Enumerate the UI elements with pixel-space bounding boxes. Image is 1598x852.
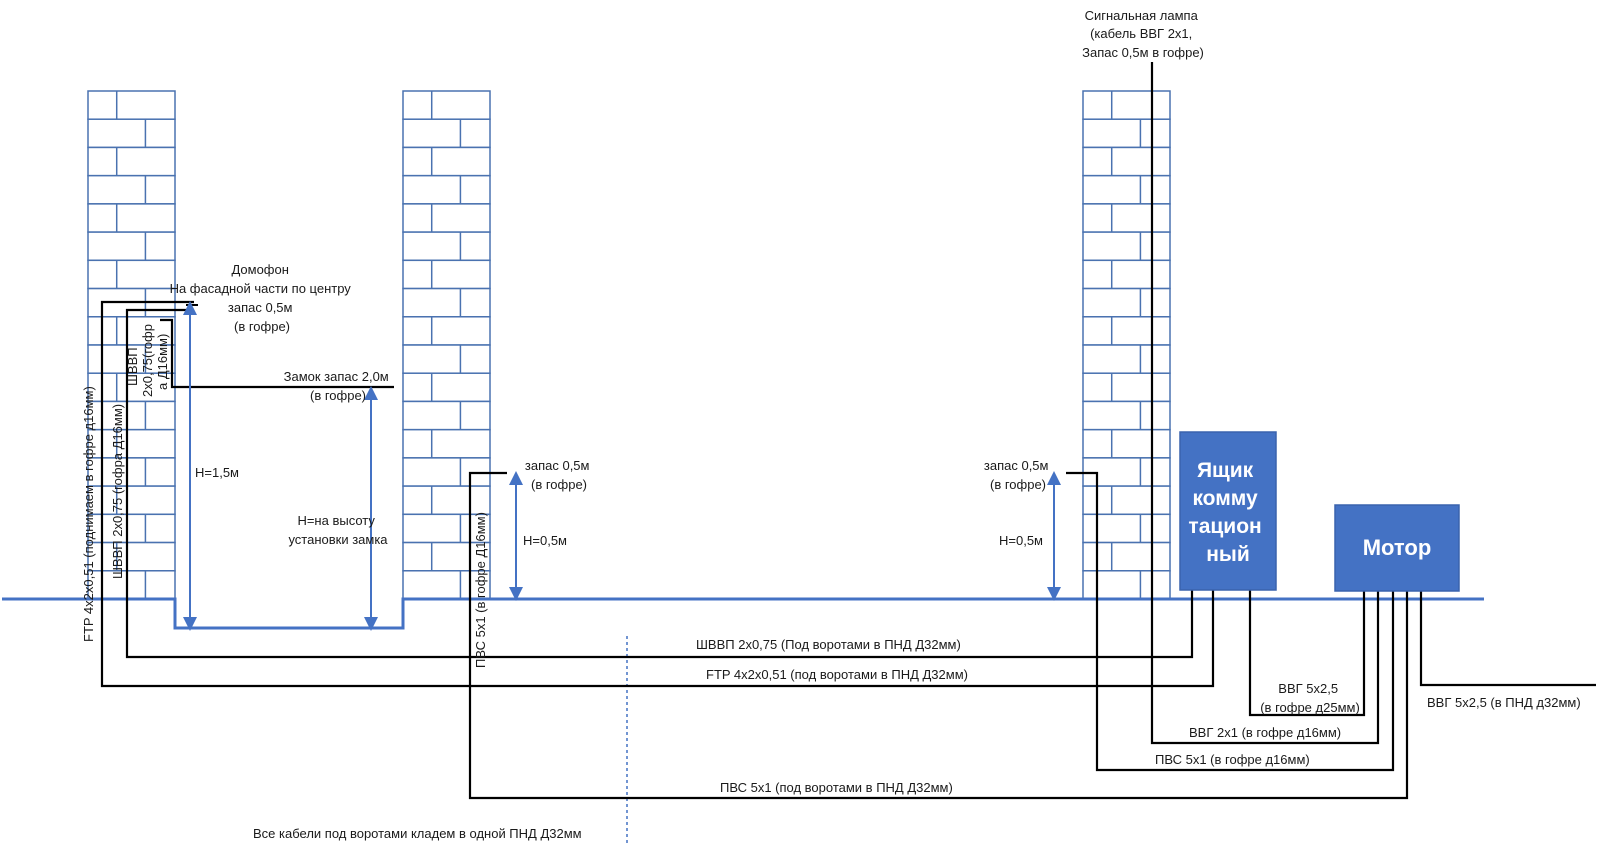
cables (100, 62, 1596, 800)
cable-vvg-2x1 (1150, 62, 1380, 745)
vertical-pvs-label: ПВС 5х1 (в гофре Д16мм) (473, 512, 488, 668)
vertical-shvvp-small-2: 2х0,75(гофр (140, 324, 155, 397)
intercom-label: Домофон На фасадной части по центру запа… (170, 262, 355, 334)
cable-pvs-left (468, 471, 1409, 800)
junction-box-label: Ящик комму тацион ный (1188, 459, 1267, 566)
cable-shvvp-label: ШВВП 2х0,75 (Под воротами в ПНД Д32мм) (696, 637, 961, 652)
cable-vvg-d32 (1419, 590, 1596, 687)
cable-vvg-d25-label: ВВГ 5х2,5 (в гофре д25мм) (1260, 681, 1360, 715)
cable-ftp (100, 300, 1215, 688)
height-right-label: H=0,5м (999, 533, 1043, 548)
brick-pillar-right (1082, 90, 1171, 600)
height-arrows (183, 301, 1061, 631)
bottom-note: Все кабели под воротами кладем в одной П… (253, 826, 582, 841)
motor-label: Мотор (1363, 535, 1432, 560)
reserve-left-label: запас 0,5м (в гофре) (525, 458, 593, 492)
junction-box (1179, 431, 1277, 591)
vertical-ftp-label: FTP 4х2х0,51 (поднимаем в гофре д16мм) (81, 386, 96, 642)
lock-reserve-label: Замок запас 2,0м (в гофре) (284, 369, 393, 403)
cable-vvg-d32-label: ВВГ 5х2,5 (в ПНД д32мм) (1427, 695, 1581, 710)
ground-line (2, 597, 1484, 630)
signal-lamp-label: Сигнальная лампа (кабель ВВГ 2х1, Запас … (1082, 8, 1204, 60)
brick-pillar-middle (402, 90, 491, 600)
cable-vvg-d25 (1248, 590, 1366, 717)
vertical-shvvp-small-3: а Д16мм) (155, 334, 170, 390)
reserve-right-label: запас 0,5м (в гофре) (984, 458, 1052, 492)
height-1-5-label: H=1,5м (195, 465, 239, 480)
cable-pvs-short-label: ПВС 5х1 (в гофре д16мм) (1155, 752, 1310, 767)
height-left-label: H=0,5м (523, 533, 567, 548)
cable-shvvp (125, 308, 1194, 659)
vertical-shvvp-label: ШВВП 2х0,75 (гофра Д16мм) (110, 404, 125, 579)
vertical-shvvp-small-1: ШВВП (125, 347, 140, 386)
cable-ftp-label: FTP 4х2х0,51 (под воротами в ПНД Д32мм) (706, 667, 968, 682)
height-lock-label: H=на высоту установки замка (288, 513, 388, 547)
cable-vvg-2x1-label: ВВГ 2х1 (в гофре д16мм) (1189, 725, 1341, 740)
cable-shvvp-lock (160, 318, 394, 389)
cable-pvs-main-label: ПВС 5х1 (под воротами в ПНД Д32мм) (720, 780, 953, 795)
cable-pvs-right (1066, 471, 1395, 772)
motor-box (1334, 504, 1460, 592)
